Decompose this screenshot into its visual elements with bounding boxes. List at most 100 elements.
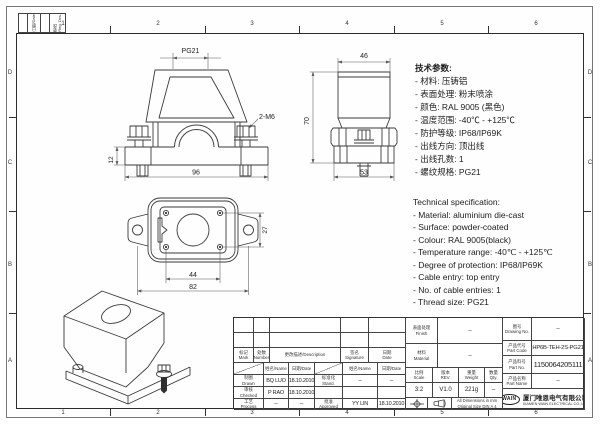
zone-label-bottom: 1: [61, 410, 65, 416]
zone-label-bottom: 4: [345, 410, 349, 416]
revision-cell: [270, 333, 341, 348]
projection-symbol-cell: [406, 398, 428, 410]
tech-specs-en: Technical specification: - Material: alu…: [413, 196, 553, 309]
revision-cell: [234, 318, 254, 333]
revision-cell: [369, 318, 406, 333]
rev-label: 版本 REV.: [433, 368, 459, 383]
zone-tick: [9, 313, 16, 314]
front-bolt-left: [127, 125, 151, 147]
zone-label-top: 1: [61, 21, 65, 27]
finish-label: 表面处理 Finish: [406, 318, 438, 344]
spec-line: - Degree of protection: IP68/IP69K: [413, 259, 543, 270]
zone-tick: [488, 409, 489, 416]
zone-tick: [110, 26, 111, 33]
side-flange-upper: [330, 127, 398, 147]
checked-date: 18.10.2010: [289, 387, 315, 399]
company-names: 厦门唯恩电气有限公司 XIAMEN WAIN ELECTRICAL CO.,LT…: [523, 392, 585, 406]
spec-line: - Surface: powder-coated: [413, 222, 509, 232]
spec-line: - 出线方向: 顶出线: [415, 141, 485, 151]
dim-82: 82: [189, 284, 197, 291]
spec-line: - 温度范围: -40℃ - +125℃: [415, 115, 515, 125]
zone-tick: [488, 26, 489, 33]
zone-label-right: C: [587, 160, 593, 166]
spec-line: - No. of cable entries: 1: [413, 284, 501, 295]
drawn-date: 18.10.2010: [289, 375, 315, 387]
plan-ear-left: [127, 213, 149, 247]
zone-label-top: 5: [440, 21, 444, 27]
process-name: –: [264, 399, 289, 410]
zone-label-bottom: 3: [250, 410, 254, 416]
side-view-drawing: 46 70 53: [304, 53, 398, 181]
material-label: 材料 Material: [406, 344, 438, 368]
date-header: 日期/Date: [378, 363, 406, 375]
wain-logo: WAIN: [503, 393, 520, 405]
qty-value: –: [485, 383, 503, 398]
projection-cone-cell: [428, 398, 452, 410]
title-block: 标记 Mark 处数 Number 更改描述/Description 签名 Si…: [233, 317, 585, 410]
material-value: –: [438, 344, 503, 368]
revision-cell: [341, 318, 369, 333]
approved-name: YY LIN: [343, 399, 378, 410]
zone-label-left: D: [7, 70, 13, 76]
empty-cell: [378, 387, 406, 399]
iso-bolt: [156, 364, 172, 394]
front-flange: [124, 146, 269, 166]
weight-value: 221g: [459, 383, 485, 398]
dim-53: 53: [360, 170, 368, 177]
corner-box-empty-cell: [41, 14, 50, 32]
corner-box-date-cell: 日期/Date: [28, 14, 41, 32]
dim-27: 27: [262, 226, 269, 234]
zone-label-top: 6: [534, 21, 538, 27]
checked-name: P RAO: [264, 387, 289, 399]
zone-label-left: B: [7, 262, 12, 268]
date-header: 日期/Date: [289, 363, 315, 375]
rev-value: V1.0: [433, 383, 459, 398]
zone-tick: [9, 211, 16, 212]
front-bolt-right: [234, 125, 258, 147]
spec-line: - Temperature range: -40℃ - +125℃: [413, 247, 553, 257]
sheet-outer-border: [6, 6, 593, 418]
drawn-name: BQ LUO: [264, 375, 289, 387]
drawing-no-value: –: [532, 318, 585, 341]
front-arch-cutout: [174, 124, 219, 148]
revision-header-date: 日期 Date: [369, 348, 406, 363]
spec-line: - Thread size: PG21: [413, 297, 489, 307]
front-view-drawing: PG21 12 96 2-M6: [108, 48, 275, 181]
name-header: 姓名/Name: [343, 363, 378, 375]
plan-clamp-feature: [157, 217, 168, 243]
part-name-label: 产品名称 Part Name: [503, 374, 532, 389]
spec-line: - Material: aluminium die-cast: [413, 209, 525, 220]
zone-label-top: 2: [156, 21, 160, 27]
company-name-cn: 厦门唯恩电气有限公司: [523, 395, 585, 402]
isometric-view-drawing: [63, 290, 191, 405]
zone-tick: [584, 313, 591, 314]
part-no-label: 产品料号 Part No.: [503, 356, 532, 374]
zone-label-left: C: [7, 160, 13, 166]
front-view-outline: [124, 69, 269, 177]
dim-96: 96: [192, 170, 200, 177]
drawing-no-label: 图号 Drawing No.: [503, 318, 532, 341]
side-view-outline: [330, 71, 398, 177]
iso-top-face: [63, 290, 165, 340]
part-code-value: HP6B-TEH-2S-PG21: [532, 341, 585, 356]
plan-view-drawing: 27 44 82: [127, 197, 269, 295]
plan-screw-holes: [162, 209, 224, 251]
dimension-note: All Dimensions in mm Original Size DIN A…: [452, 398, 503, 410]
revision-header-mark: 标记 Mark: [234, 348, 254, 363]
zone-tick: [205, 409, 206, 416]
spec-line: - 防护等级: IP68/IP69K: [415, 128, 502, 138]
spec-line: - 出线孔数: 1: [415, 154, 464, 164]
side-pin: [357, 163, 371, 177]
zone-label-bottom: 5: [440, 410, 444, 416]
tech-specs-en-title: Technical specification:: [413, 197, 500, 207]
standardized-label: 标准化 Stand.: [315, 375, 343, 387]
revision-cell: [341, 333, 369, 348]
scale-label: 比例 Scale: [406, 368, 433, 383]
dim-pg21: PG21: [182, 48, 200, 55]
part-code-label: 产品代号 Part Code: [503, 341, 532, 356]
spec-line: - 材料: 压铸铝: [415, 76, 468, 86]
zone-tick: [205, 26, 206, 33]
revision-header-number: 处数 Number: [254, 348, 270, 363]
plan-cable-opening: [176, 213, 210, 247]
